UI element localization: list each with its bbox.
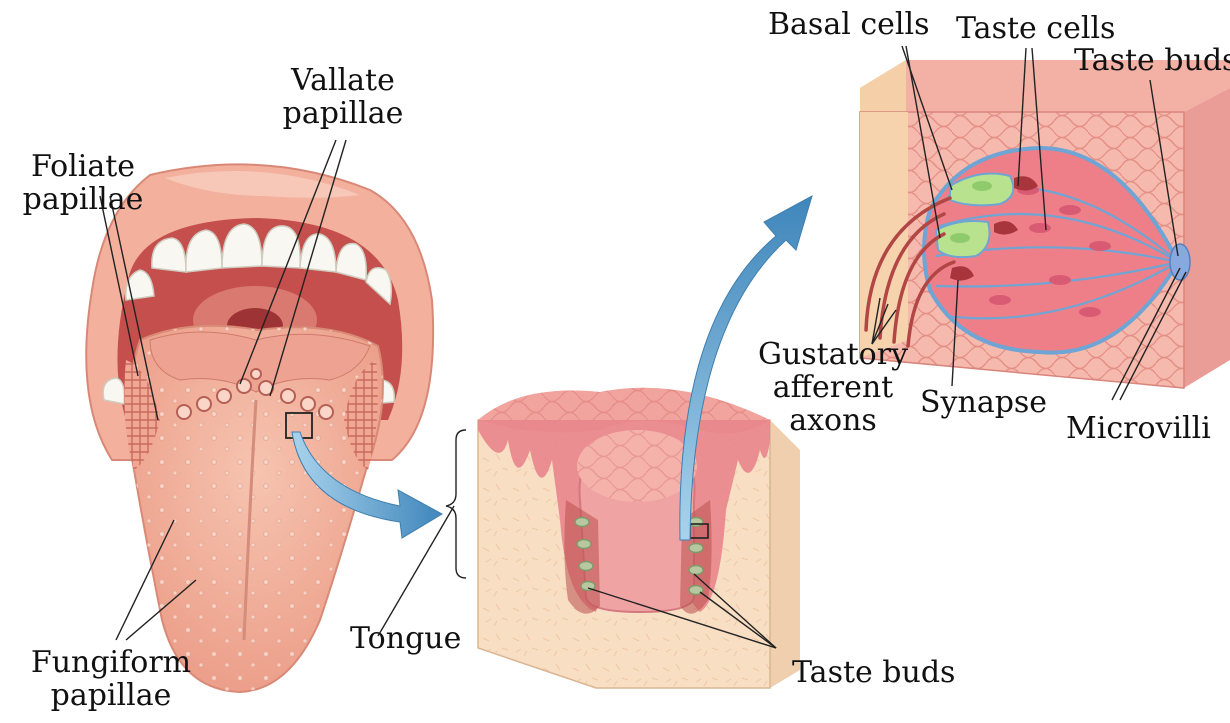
tongue-section-block <box>478 388 800 688</box>
label-tongue: Tongue <box>350 622 461 655</box>
label-taste-buds-section: Taste buds <box>792 656 955 689</box>
mouth-illustration <box>86 164 433 692</box>
label-taste-cells: Taste cells <box>956 12 1115 45</box>
label-synapse: Synapse <box>920 386 1047 419</box>
label-taste-buds-detail: Taste buds <box>1074 44 1230 77</box>
label-basal-cells: Basal cells <box>768 8 929 41</box>
label-microvilli: Microvilli <box>1066 412 1211 445</box>
